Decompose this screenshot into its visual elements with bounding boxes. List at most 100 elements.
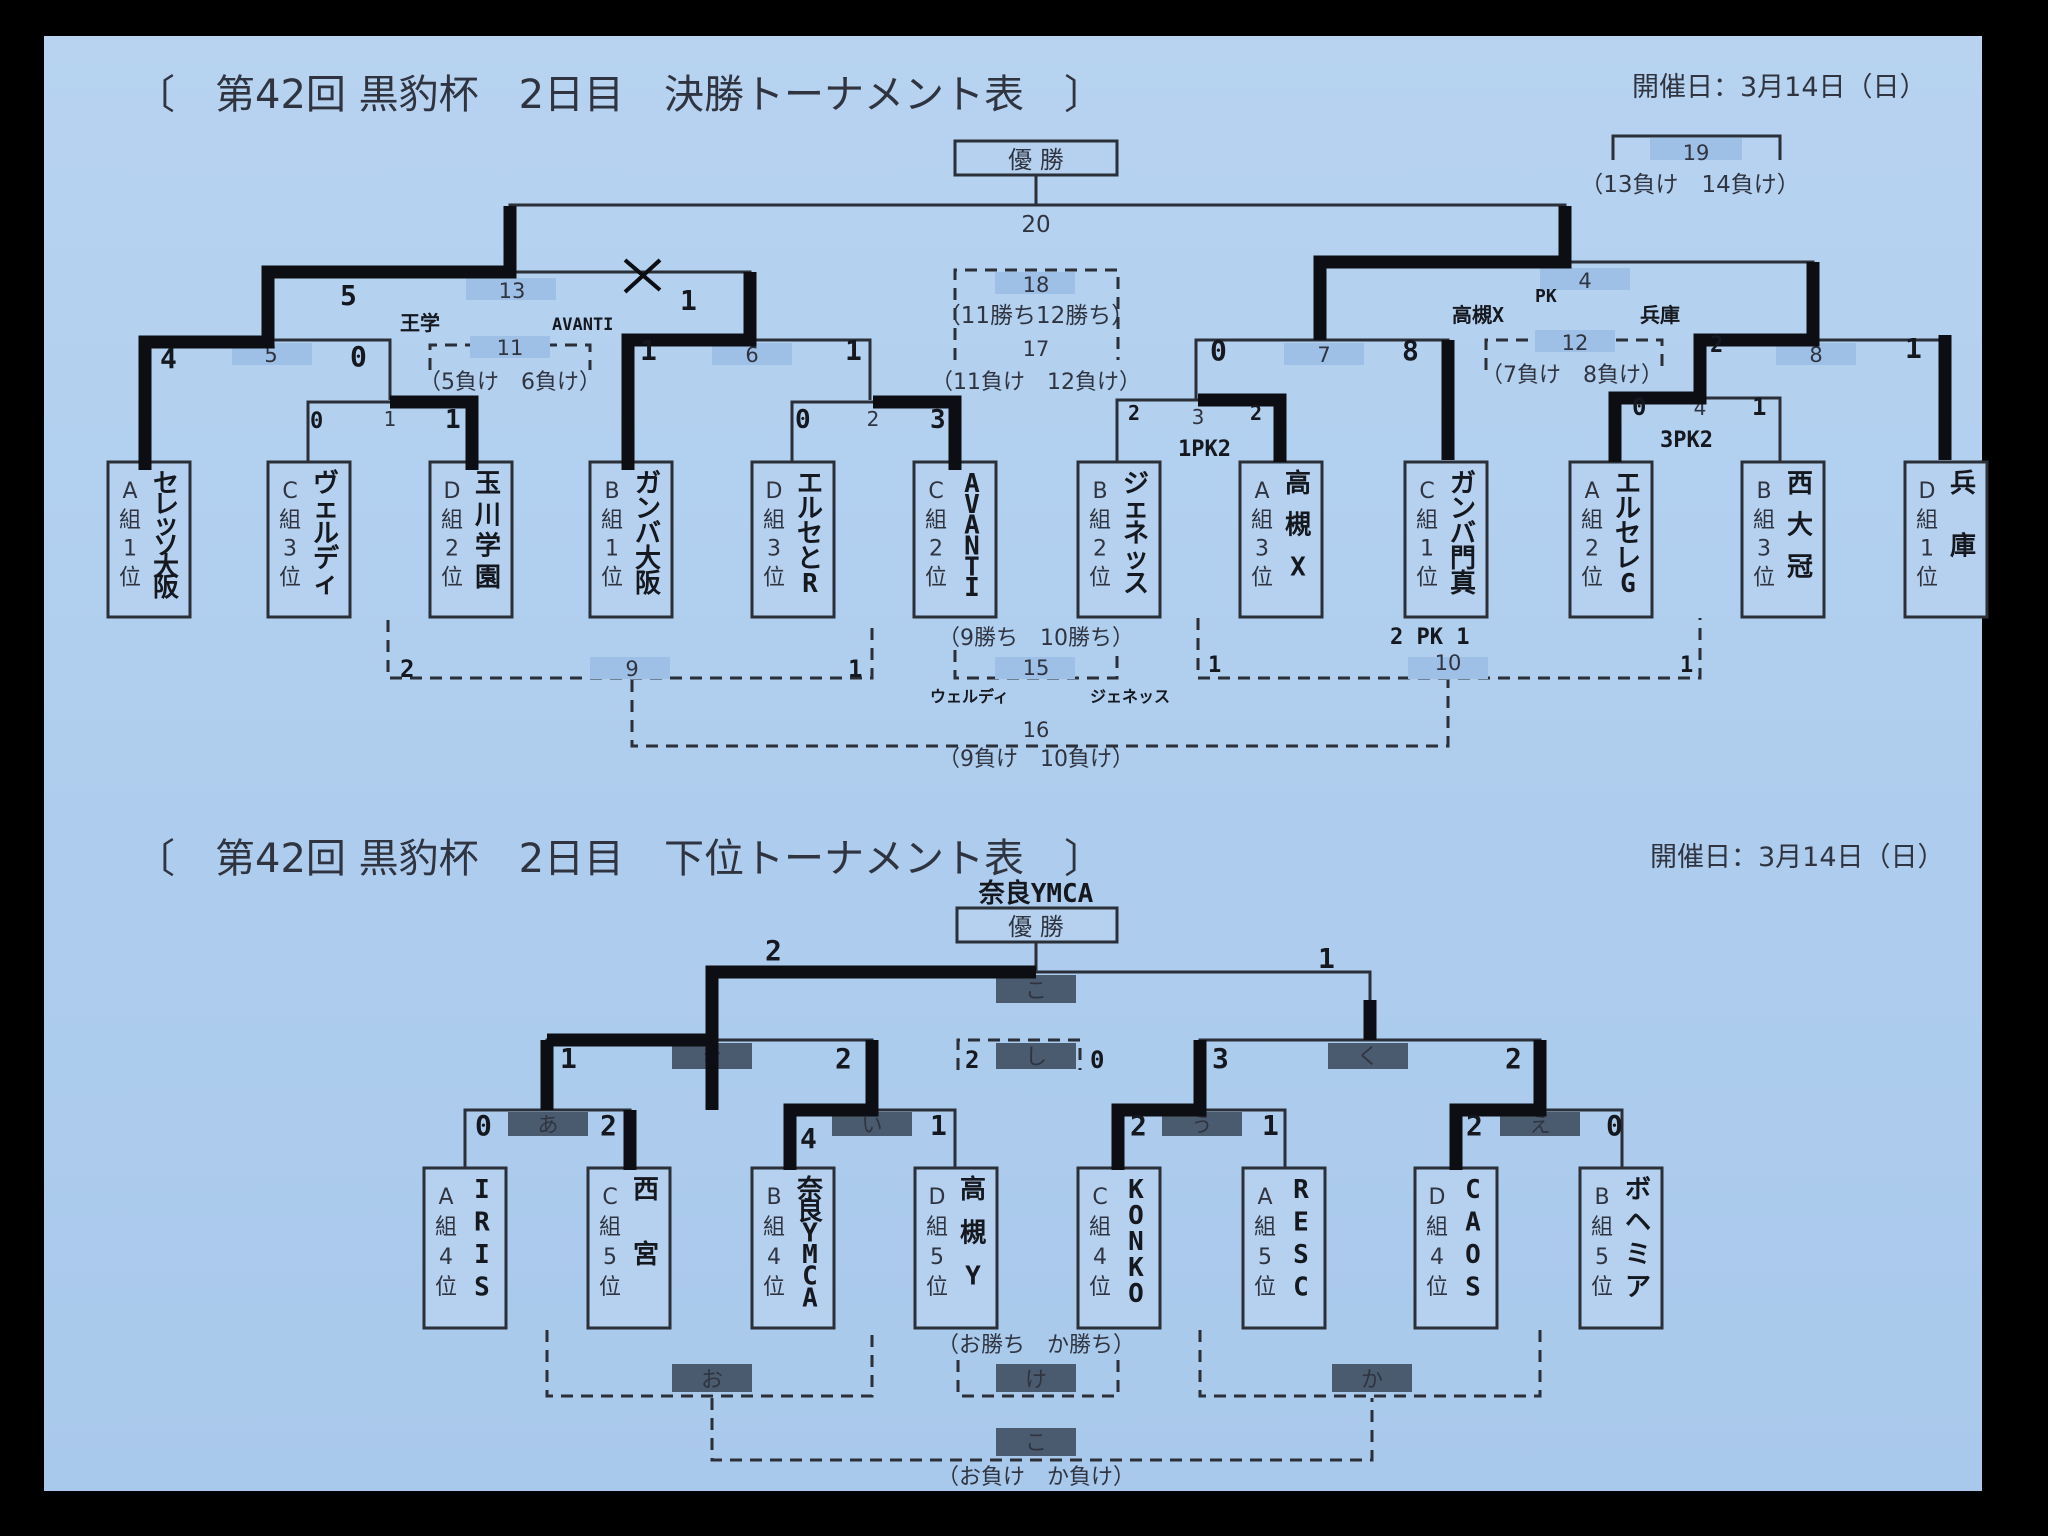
team-name-char: 槻 <box>1285 511 1311 541</box>
team-position-char: 4 <box>1430 1245 1444 1270</box>
hand-score: 0 <box>1632 393 1646 421</box>
upper-winner-path-2 <box>873 395 962 470</box>
match-ku-label: く <box>1357 1045 1379 1070</box>
hand-note: ウェルディ <box>930 687 1009 706</box>
team-position-char: 組 <box>763 508 785 533</box>
match-12-number: 12 <box>1562 331 1589 355</box>
team-position-char: 1 <box>1920 537 1934 562</box>
team-name-char: O <box>1128 1279 1144 1309</box>
match-3-number: 3 <box>1192 405 1205 429</box>
team-position-char: 組 <box>925 508 947 533</box>
team-position-char: B <box>604 479 619 504</box>
team-name-char: R <box>474 1208 490 1238</box>
match-12-note: （7負け 8負け） <box>1481 363 1663 388</box>
hand-score: 2 <box>765 934 782 967</box>
match-19-shade <box>1650 138 1742 160</box>
hand-score: 0 <box>475 1109 492 1142</box>
hand-score: 8 <box>1402 334 1419 367</box>
team-position-char: D <box>1919 479 1936 504</box>
team-name-char: X <box>1290 552 1306 582</box>
team-position-char: 組 <box>441 508 463 533</box>
hand-score: 2 <box>1250 401 1262 425</box>
team-position-char: C <box>1092 1185 1107 1210</box>
team-name-char: R <box>802 569 818 599</box>
match-8-number: 8 <box>1809 343 1822 367</box>
upper-title: 〔 第42回 黒豹杯 2日目 決勝トーナメント表 〕 <box>135 72 1104 118</box>
team-name-char: A <box>1465 1208 1481 1238</box>
team-box <box>588 460 674 619</box>
team-position-char: 組 <box>763 1215 785 1240</box>
upper-winner-path-right <box>1313 206 1572 340</box>
team-name-char: ィ <box>313 569 339 599</box>
hand-score: 1 <box>1752 393 1766 421</box>
team-name-char: 玉 <box>475 469 501 499</box>
team-name-char: 槻 <box>960 1218 986 1248</box>
hand-note: PK <box>1535 286 1557 307</box>
team-name-char: ッ <box>153 511 179 541</box>
team-position-char: 5 <box>603 1245 617 1270</box>
team-name-char: ル <box>1615 494 1641 524</box>
match-11-note: （5負け 6負け） <box>419 370 601 395</box>
lower-team-boxes: A組4位IRISC組5位西宮B組4位奈良YMCAD組5位高槻YC組4位KONKO… <box>422 1166 1664 1330</box>
team-name-char: E <box>1293 1208 1309 1238</box>
team-position-char: 4 <box>1093 1245 1107 1270</box>
team-position-char: 位 <box>441 565 463 590</box>
team-position-char: 1 <box>123 537 137 562</box>
hand-note: 1PK2 <box>1178 437 1231 462</box>
team-name-char: レ <box>153 490 179 520</box>
match-o-bracket <box>545 1330 874 1398</box>
team-name-char: O <box>1128 1201 1144 1231</box>
match-shi-label: し <box>1025 1045 1047 1070</box>
team-position-char: 組 <box>1251 508 1273 533</box>
team-box <box>1903 460 1989 619</box>
hand-note: 2 PK 1 <box>1390 625 1469 650</box>
team-position-char: D <box>1429 1185 1446 1210</box>
team-position-char: 組 <box>601 508 623 533</box>
match-i-label: い <box>862 1113 883 1137</box>
team-position-char: A <box>1257 1185 1272 1210</box>
team-name-char: C <box>1293 1273 1309 1303</box>
team-position-char: 4 <box>439 1245 453 1270</box>
hand-score: 0 <box>1210 334 1227 367</box>
team-position-char: 2 <box>1585 537 1599 562</box>
team-name-char: エ <box>1615 469 1641 499</box>
team-position-char: 位 <box>925 565 947 590</box>
team-name-char: ボ <box>1625 1175 1651 1205</box>
match-ko-label: こ <box>1025 1431 1047 1456</box>
match-20-number: 20 <box>1021 212 1050 238</box>
team-position-char: 3 <box>1757 537 1771 562</box>
match-9-shade <box>590 657 670 679</box>
team-name-char: C <box>802 1262 818 1292</box>
hand-score: 1 <box>1318 942 1335 975</box>
team-position-char: 位 <box>1581 565 1603 590</box>
team-name-char: N <box>1128 1227 1144 1257</box>
match-7-shade <box>1284 343 1364 365</box>
team-name-char: 真 <box>1450 569 1476 599</box>
team-position-char: 組 <box>926 1215 948 1240</box>
hand-score: 2 <box>965 1046 979 1074</box>
team-name-char: 兵 <box>1950 469 1976 499</box>
team-position-char: 組 <box>1416 508 1438 533</box>
match-10-shade <box>1408 657 1488 679</box>
team-position-char: A <box>1584 479 1599 504</box>
team-box <box>750 460 836 619</box>
team-position-char: 4 <box>767 1245 781 1270</box>
team-name-char: I <box>474 1240 490 1270</box>
team-name-char: 西 <box>1787 469 1813 499</box>
match-e-label: え <box>1530 1113 1551 1137</box>
team-name-char: Y <box>802 1218 818 1248</box>
team-name-char: ン <box>1450 494 1476 524</box>
team-position-char: 位 <box>763 565 785 590</box>
team-name-char: ジ <box>1123 469 1149 499</box>
team-name-char: 園 <box>475 563 501 593</box>
team-name-char: Y <box>965 1262 981 1292</box>
match-10-number: 10 <box>1435 651 1462 675</box>
team-position-char: C <box>928 479 943 504</box>
team-name-char: C <box>1465 1175 1481 1205</box>
team-position-char: D <box>929 1185 946 1210</box>
match-14-shade <box>1540 268 1630 290</box>
upper-team-boxes: A組1位セレッソ大阪C組3位ヴェルディD組2位玉川学園B組1位ガンバ大阪D組3位… <box>106 460 1989 619</box>
team-name-char: ン <box>635 494 661 524</box>
match-ke-shade <box>996 1364 1076 1392</box>
match-19-bracket <box>1611 134 1782 160</box>
